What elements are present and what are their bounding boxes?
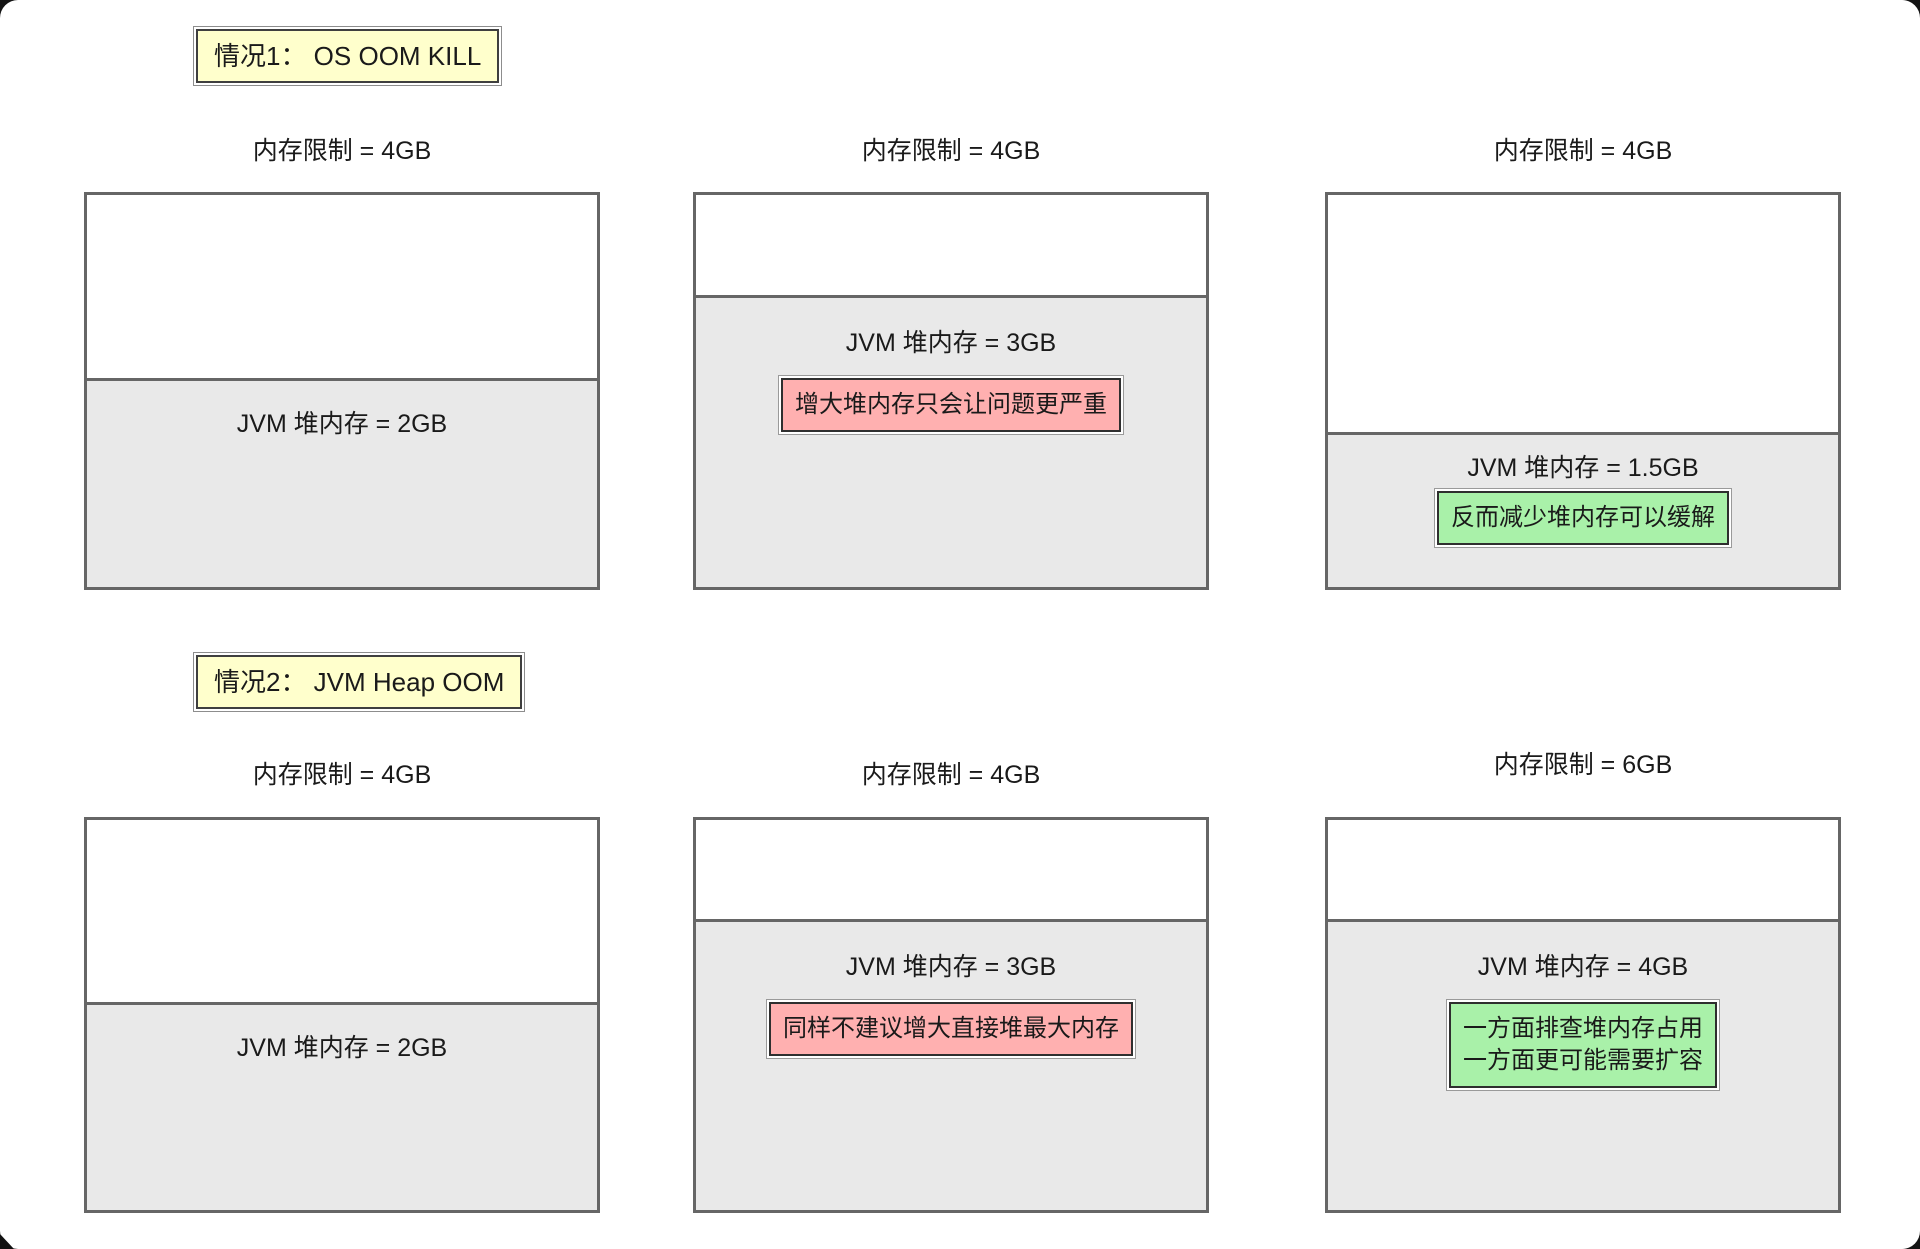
memory-limit-title-4: 内存限制 = 4GB: [252, 761, 432, 789]
heap-memory-region: JVM 堆内存 = 4GB 一方面排查堆内存占用 一方面更可能需要扩容: [1328, 918, 1838, 1210]
heap-size-label: JVM 堆内存 = 2GB: [236, 409, 448, 438]
free-memory-region: [87, 820, 597, 1002]
warning-badge: 同样不建议增大直接堆最大内存: [769, 1001, 1133, 1056]
memory-limit-title-2: 内存限制 = 4GB: [861, 137, 1041, 165]
badge-line-1: 一方面排查堆内存占用: [1463, 1014, 1703, 1042]
free-memory-region: [1328, 820, 1838, 919]
scenario-2-note: 情况2： JVM Heap OOM: [196, 655, 523, 709]
positive-badge: 一方面排查堆内存占用 一方面更可能需要扩容: [1449, 1001, 1717, 1088]
badge-line-2: 一方面更可能需要扩容: [1463, 1046, 1703, 1074]
memory-box-6: JVM 堆内存 = 4GB 一方面排查堆内存占用 一方面更可能需要扩容: [1325, 817, 1841, 1213]
heap-memory-region: JVM 堆内存 = 1.5GB 反而减少堆内存可以缓解: [1328, 432, 1838, 587]
cursor-artifact: [0, 1234, 14, 1249]
free-memory-region: [696, 820, 1206, 919]
heap-size-label: JVM 堆内存 = 1.5GB: [1467, 454, 1699, 483]
free-memory-region: [87, 195, 597, 378]
heap-memory-region: JVM 堆内存 = 2GB: [87, 1001, 597, 1210]
heap-size-label: JVM 堆内存 = 3GB: [845, 328, 1057, 357]
free-memory-region: [696, 195, 1206, 295]
heap-size-label: JVM 堆内存 = 3GB: [845, 952, 1057, 981]
positive-badge: 反而减少堆内存可以缓解: [1437, 491, 1729, 546]
heap-size-label: JVM 堆内存 = 2GB: [236, 1033, 448, 1062]
memory-box-1: JVM 堆内存 = 2GB: [84, 192, 600, 590]
memory-limit-title-6: 内存限制 = 6GB: [1493, 751, 1673, 779]
memory-box-3: JVM 堆内存 = 1.5GB 反而减少堆内存可以缓解: [1325, 192, 1841, 590]
warning-badge: 增大堆内存只会让问题更严重: [781, 377, 1121, 432]
memory-limit-title-3: 内存限制 = 4GB: [1493, 137, 1673, 165]
memory-limit-title-5: 内存限制 = 4GB: [861, 761, 1041, 789]
memory-box-5: JVM 堆内存 = 3GB 同样不建议增大直接堆最大内存: [693, 817, 1209, 1213]
heap-memory-region: JVM 堆内存 = 3GB 同样不建议增大直接堆最大内存: [696, 918, 1206, 1210]
heap-memory-region: JVM 堆内存 = 2GB: [87, 377, 597, 587]
heap-size-label: JVM 堆内存 = 4GB: [1477, 952, 1689, 981]
free-memory-region: [1328, 195, 1838, 433]
scenario-1-note: 情况1： OS OOM KILL: [196, 29, 500, 83]
memory-limit-title-1: 内存限制 = 4GB: [252, 137, 432, 165]
memory-box-4: JVM 堆内存 = 2GB: [84, 817, 600, 1213]
heap-memory-region: JVM 堆内存 = 3GB 增大堆内存只会让问题更严重: [696, 294, 1206, 587]
memory-box-2: JVM 堆内存 = 3GB 增大堆内存只会让问题更严重: [693, 192, 1209, 590]
